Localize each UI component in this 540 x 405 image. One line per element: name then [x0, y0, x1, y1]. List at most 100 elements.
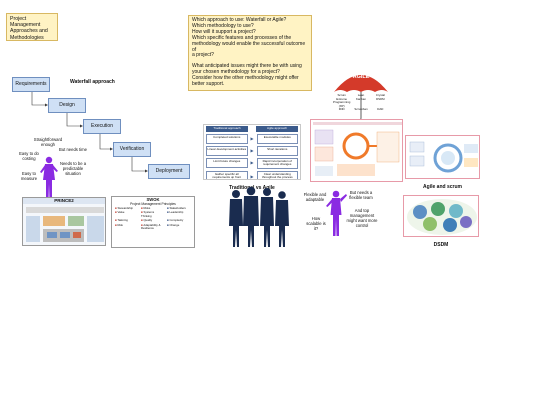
connector-execution-verification	[99, 134, 110, 150]
swok-bullet-icon: ■	[167, 218, 169, 223]
agile-cell: Executable modules	[256, 133, 298, 144]
question-line: better support.	[192, 81, 225, 88]
waterfall-title: Waterfall approach	[70, 79, 115, 85]
agile-labels: Scrum Lean Crystal Extreme Programming (…	[332, 93, 390, 112]
swok-bullet-icon: ■	[167, 206, 169, 210]
question-line: your chosen methodology for a project?	[192, 69, 280, 76]
question-line: methodology would enable the successful …	[192, 40, 306, 53]
trad-cell: Gather specific all requirements up fron…	[206, 170, 248, 179]
title-note: Project Management Approaches and Method…	[6, 13, 58, 41]
note-easy-measure: Easy to measure	[20, 171, 38, 181]
connector-requirements-design	[31, 92, 45, 106]
person-purple-agile	[326, 190, 347, 236]
agile-cell: Short iterations	[256, 145, 298, 156]
swok-cell: ■ Leadership	[167, 210, 184, 215]
agile-scrum-panel	[405, 135, 480, 179]
person-purple-waterfall	[40, 156, 58, 200]
question-line: Consider how the other methodology might…	[192, 75, 299, 82]
swok-grid: ■ Stewardship ■ Risks ■ Stakeholders ■ V…	[112, 206, 194, 231]
dsdm-caption: DSDM	[433, 242, 449, 248]
note-straightforward: Straightforward enough	[33, 137, 63, 147]
question-line: What anticipated issues might there be w…	[192, 63, 302, 70]
prince2-diagram	[26, 207, 104, 242]
agile-umbrella-title: AGILE	[352, 74, 370, 80]
trad-agile-row: Linear development activities▶Short iter…	[206, 145, 298, 156]
step-execution: Execution	[83, 119, 121, 134]
dsdm-graphic	[407, 199, 477, 235]
note-needs-time: But needs time	[59, 147, 87, 152]
agile-cell: Clear understanding throughout the proce…	[256, 170, 298, 179]
agile-process-graphic	[313, 122, 402, 176]
swok-subtitle: Project Management Principles	[130, 202, 176, 206]
swok-cell: ■ Change	[167, 222, 180, 227]
prince2-thumbnail: PRINCE2	[22, 197, 106, 246]
trad-cell: Limit future changes	[206, 158, 248, 169]
agile-label: Extreme Programming (XP)	[332, 96, 351, 108]
swok-cell: ■ Quality	[141, 218, 153, 223]
note-scalable: How scalable is it?	[306, 216, 326, 231]
swok-bullet-icon: ■	[115, 218, 117, 223]
swok-cell: ■ Risk	[115, 222, 123, 227]
swok-cell: ■ Risks	[141, 206, 151, 210]
question-note: Which approach to use: Waterfall or Agil…	[188, 15, 312, 91]
swok-cell: ■ Systems Thinking	[141, 210, 155, 218]
agile-label: Kanban	[356, 96, 366, 101]
swok-title: SWOK	[146, 197, 160, 202]
swok-cell: ■ Stakeholders	[167, 206, 186, 210]
connector-design-execution	[66, 113, 80, 127]
trad-cell: Linear development activities	[206, 145, 248, 156]
trad-agile-row: Limit future changes▶Rapid incorporation…	[206, 157, 298, 169]
question-line: a project?	[192, 52, 214, 59]
step-verification: Verification	[113, 142, 151, 157]
dsdm-panel	[403, 195, 479, 237]
arrowhead	[45, 103, 48, 107]
trad-cell: Completed solutions	[206, 133, 248, 144]
question-line: Which methodology to use?	[192, 22, 254, 29]
team-silhouettes	[229, 186, 289, 247]
question-line: How will it support a project?	[192, 28, 256, 35]
step-requirements: Requirements	[12, 77, 50, 92]
note-top-management: And top management might want more contr…	[346, 208, 378, 228]
swok-bullet-icon: ■	[115, 222, 117, 227]
agile-label: Lean	[357, 93, 365, 97]
swok-bullet-icon: ■	[167, 222, 169, 227]
swok-bullet-icon: ■	[115, 210, 117, 215]
prince2-title: PRINCE2	[23, 198, 105, 204]
scrum-cycle-graphic	[409, 141, 478, 173]
agile-label: FDD	[338, 107, 345, 112]
arrowhead	[80, 124, 83, 128]
arrowhead	[145, 169, 148, 173]
note-flexible: Flexible and adaptable	[303, 192, 327, 202]
trad-agile-row: Gather specific all requirements up fron…	[206, 170, 298, 179]
agile-cell: Rapid incorporation of requirement chang…	[256, 157, 298, 169]
swok-cell: ■ Value	[115, 210, 125, 215]
note-easy-costing: Easy to do costing	[19, 151, 39, 161]
note-predictable: Needs to be a predictable situation	[59, 161, 87, 176]
trad-header: Traditional approach	[206, 126, 248, 132]
agile-label: Scrum	[337, 93, 346, 97]
connector-verification-deployment	[131, 157, 145, 172]
swok-bullet-icon: ■	[141, 222, 143, 227]
agile-label: DSDM	[376, 96, 385, 101]
swok-bullet-icon: ■	[141, 218, 143, 223]
swok-cell: ■ Adaptability & Resilience	[141, 222, 161, 231]
agile-scrum-caption: Agile and scrum	[423, 184, 462, 190]
step-design: Design	[48, 98, 86, 113]
arrow-right-icon: ▶	[250, 147, 254, 153]
note-flexible-team: But needs a flexible team	[349, 190, 373, 200]
agile-label: Scrumban	[354, 107, 368, 112]
arrowhead	[110, 147, 113, 151]
agile-process-diagram	[310, 119, 403, 182]
trad-agile-row: Completed solutions▶Executable modules	[206, 133, 298, 144]
question-line: Which specific features and processes of…	[192, 34, 292, 41]
swok-cell: ■ Complexity	[167, 218, 184, 223]
title-note-text: Project Management Approaches and Method…	[10, 16, 48, 41]
swok-bullet-icon: ■	[141, 206, 143, 210]
arrow-right-icon: ▶	[250, 160, 254, 166]
agile-umbrella-panel: AGILE Scrum Lean Crystal Extreme Program…	[330, 66, 392, 130]
trad-agile-header-row: Traditional approach Agile approach	[206, 126, 298, 132]
swok-bullet-icon: ■	[141, 210, 143, 215]
trad-vs-agile-table: Traditional approach Agile approach Comp…	[203, 124, 301, 180]
